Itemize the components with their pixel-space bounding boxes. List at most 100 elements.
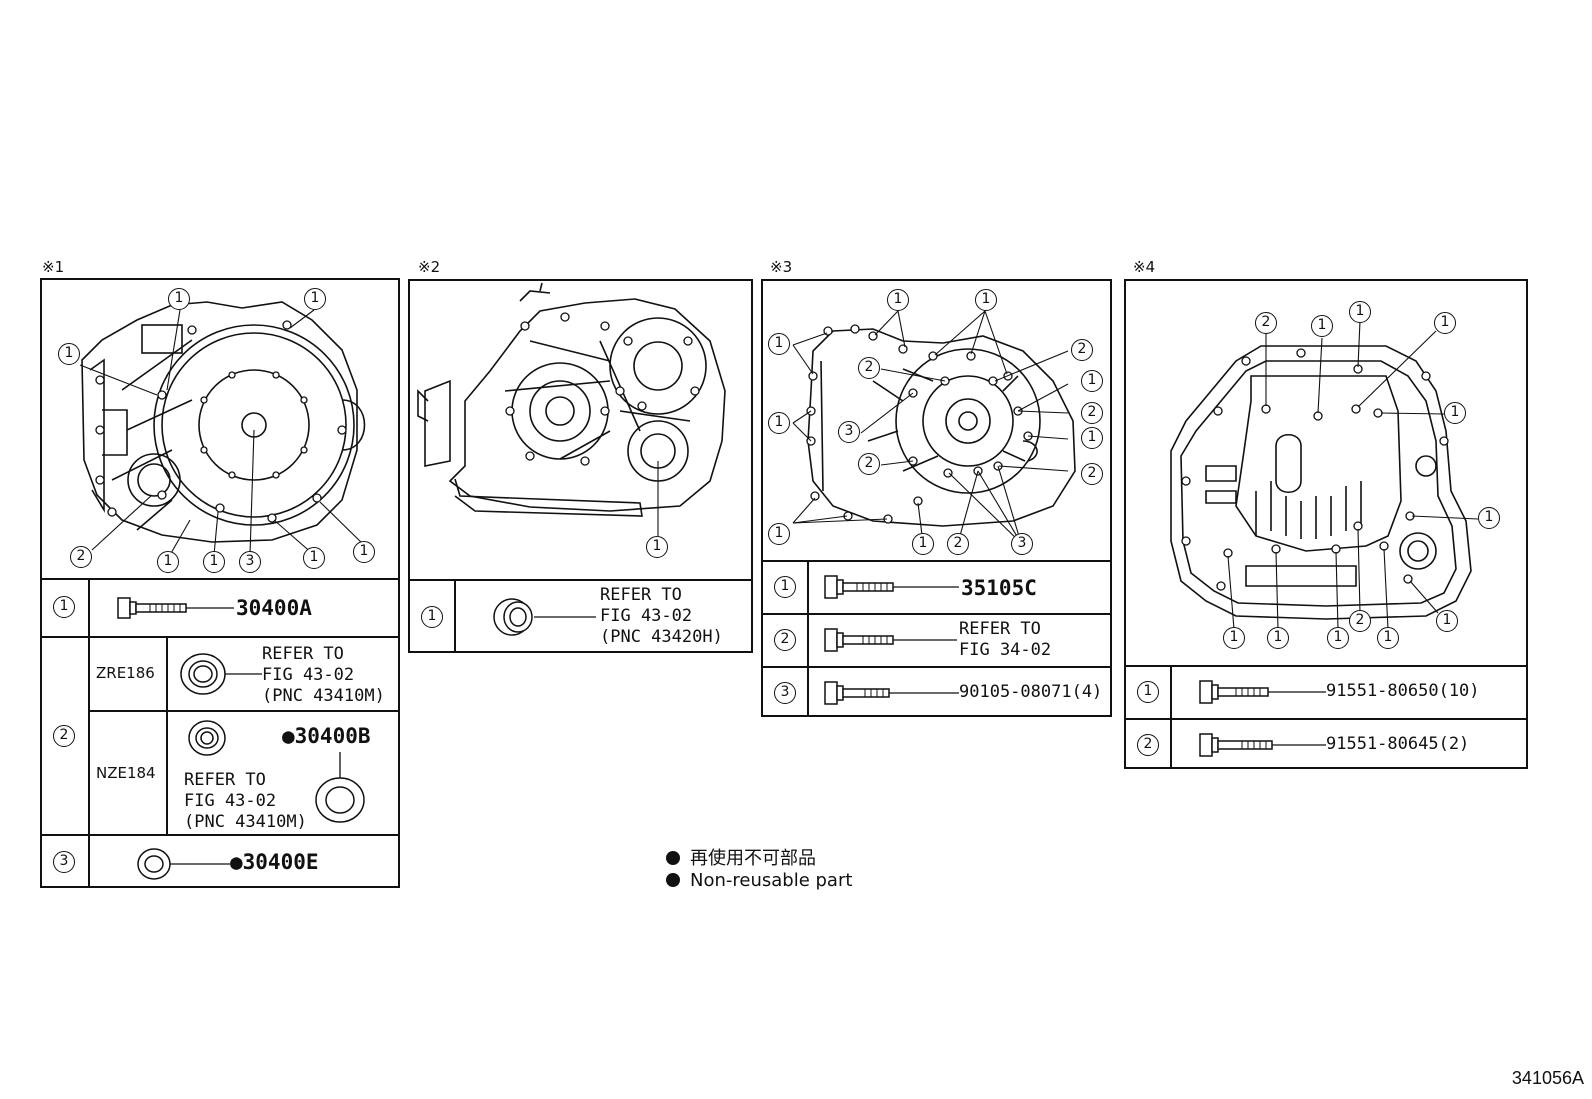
callout-1: 1	[1349, 301, 1371, 323]
flange-bolt-icon	[824, 575, 959, 599]
bolt-icon	[824, 628, 957, 652]
legend-en: Non-reusable part	[666, 870, 852, 891]
part-number: ●30400B	[282, 724, 371, 748]
panel-3-transaxle-illustration	[792, 310, 1076, 544]
refer-line: (PNC 43420H)	[600, 627, 723, 647]
oil-seal-icon	[137, 848, 230, 880]
callout-1: 1	[1223, 627, 1245, 649]
oil-seal-icon	[180, 653, 262, 695]
callout-1: 1	[157, 551, 179, 573]
panel-3-row-2: 2 REFER TO FIG 34-02	[763, 613, 1110, 666]
callout-2: 2	[70, 546, 92, 568]
panel-1-row-3: 3 ●30400E	[42, 834, 398, 888]
flange-bolt-icon	[117, 597, 234, 619]
row-number-cell: 2	[1126, 720, 1172, 769]
oil-seal-icon	[315, 752, 365, 823]
row-number-cell: 3	[763, 668, 809, 717]
callout-1: 1	[646, 536, 668, 558]
refer-line: REFER TO	[959, 619, 1041, 639]
refer-line: REFER TO	[262, 644, 344, 664]
callout-1: 1	[1081, 370, 1103, 392]
callout-1: 1	[1444, 402, 1466, 424]
row-number: 2	[1137, 734, 1159, 756]
callout-1: 1	[1478, 507, 1500, 529]
panel-3-row-1: 1 35105C	[763, 560, 1110, 613]
row-number: 1	[53, 596, 75, 618]
row-number: 2	[774, 629, 796, 651]
row-number: 3	[774, 682, 796, 704]
callout-2: 2	[858, 453, 880, 475]
callout-2: 2	[1081, 402, 1103, 424]
legend-jp: 再使用不可部品	[666, 844, 816, 870]
row-number: 2	[53, 725, 75, 747]
callout-3: 3	[239, 551, 261, 573]
panel-1-row-1: 1 30400A	[42, 578, 398, 636]
part-number: 91551-80645(2)	[1326, 734, 1470, 754]
row-number: 1	[421, 606, 443, 628]
row-number-cell: 1	[42, 580, 90, 636]
flange-bolt-icon	[1199, 733, 1326, 757]
callout-1: 1	[303, 547, 325, 569]
callout-1: 1	[975, 289, 997, 311]
callout-1: 1	[768, 412, 790, 434]
callout-1: 1	[58, 343, 80, 365]
part-number: 35105C	[961, 576, 1037, 600]
panel-2-transaxle-illustration	[417, 282, 726, 536]
panel-4-mark: ※4	[1133, 258, 1156, 276]
refer-line: FIG 43-02	[184, 791, 277, 811]
panel-4: 2 1 1 1 1 1 1 1 1 2 1 1 1 91551-80650(10…	[1124, 279, 1528, 769]
non-reusable-dot-icon	[666, 873, 680, 887]
callout-1: 1	[203, 551, 225, 573]
panel-1: 1 1 1 2 1 1 3 1 1 1 30400A 2 ZRE186 NZE1…	[40, 278, 400, 888]
row-number: 1	[774, 576, 796, 598]
part-number: 90105-08071(4)	[959, 682, 1103, 702]
figure-id: 341056A	[1511, 1068, 1584, 1088]
panel-2: 1 1 REFER TO FIG 43-02 (PNC 43420H)	[408, 279, 753, 653]
part-number: ●30400E	[230, 850, 319, 874]
refer-line: FIG 43-02	[262, 665, 355, 685]
callout-2: 2	[1349, 610, 1371, 632]
callout-2: 2	[1081, 463, 1103, 485]
panel-1-row-2: 2 ZRE186 NZE184 REFER TO FIG 43-02 (PNC …	[42, 636, 398, 834]
row-number-cell: 1	[763, 562, 809, 613]
bolt-icon	[824, 681, 959, 705]
callout-1: 1	[1434, 312, 1456, 334]
row-number-cell: 2	[763, 615, 809, 666]
row-number-cell: 2	[42, 638, 90, 834]
callout-1: 1	[768, 333, 790, 355]
flange-bolt-icon	[1199, 680, 1326, 704]
refer-line: FIG 43-02	[600, 606, 693, 626]
callout-3: 3	[1011, 533, 1033, 555]
refer-line: FIG 34-02	[959, 640, 1052, 660]
callout-3: 3	[838, 421, 860, 443]
bushing-icon	[188, 720, 226, 756]
panel-2-mark: ※2	[418, 258, 441, 276]
callout-1: 1	[353, 541, 375, 563]
legend-jp-text: 再使用不可部品	[690, 848, 816, 869]
callout-1: 1	[1311, 315, 1333, 337]
callout-1: 1	[1081, 427, 1103, 449]
callout-2: 2	[858, 357, 880, 379]
panel-3: 1 1 1 2 2 1 1 3 2 1 2 2 1 1 2 3 1 35105C…	[761, 279, 1112, 717]
model-label: NZE184	[96, 764, 156, 782]
row-number: 3	[53, 851, 75, 873]
refer-line: (PNC 43410M)	[262, 686, 385, 706]
callout-2: 2	[947, 533, 969, 555]
callout-1: 1	[887, 289, 909, 311]
panel-2-row-1: 1 REFER TO FIG 43-02 (PNC 43420H)	[410, 579, 751, 653]
callout-2: 2	[1071, 339, 1093, 361]
callout-1: 1	[1377, 627, 1399, 649]
panel-1-mark: ※1	[42, 258, 65, 276]
callout-1: 1	[768, 523, 790, 545]
panel-4-row-2: 2 91551-80645(2)	[1126, 718, 1526, 769]
row-number-cell: 1	[1126, 667, 1172, 718]
part-number: 30400A	[236, 596, 312, 620]
callout-1: 1	[168, 288, 190, 310]
non-reusable-dot-icon	[666, 851, 680, 865]
callout-1: 1	[1327, 627, 1349, 649]
panel-3-row-3: 3 90105-08071(4)	[763, 666, 1110, 717]
model-column: ZRE186 NZE184	[90, 638, 168, 834]
legend-en-text: Non-reusable part	[690, 870, 853, 891]
part-number: 91551-80650(10)	[1326, 681, 1480, 701]
callout-1: 1	[912, 533, 934, 555]
